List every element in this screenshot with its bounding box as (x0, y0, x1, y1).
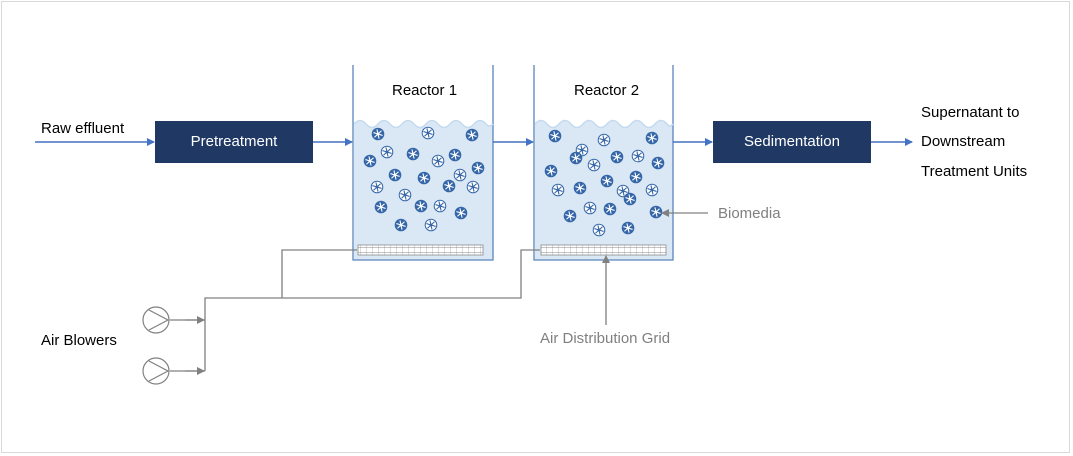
biomedia-carrier-icon (603, 202, 617, 216)
biomedia-carrier-icon (616, 184, 630, 198)
biomedia-carrier-icon (424, 218, 438, 232)
biomedia-carrier-icon (370, 180, 384, 194)
biomedia-carrier-icon (563, 209, 577, 223)
biomedia-carrier-icon (587, 158, 601, 172)
pump-icon (142, 306, 170, 334)
biomedia-carrier-icon (548, 129, 562, 143)
supernatant-label-line-1: Supernatant to (921, 104, 1020, 121)
biomedia-carrier-icon (551, 183, 565, 197)
biomedia-carrier-icon (433, 199, 447, 213)
biomedia-carrier-icon (465, 128, 479, 142)
biomedia-carrier-icon (645, 183, 659, 197)
reactor-2-surface (534, 119, 674, 129)
air-distribution-grid-label: Air Distribution Grid (540, 330, 671, 347)
biomedia-carrier-icon (466, 180, 480, 194)
pretreatment-box (155, 121, 313, 163)
air-blowers-label: Air Blowers (41, 332, 117, 349)
reactor-1-biomedia (363, 126, 485, 232)
reactor-1-label: Reactor 1 (392, 82, 458, 99)
reactor-2-air-grid (540, 244, 667, 256)
reactor-2-label: Reactor 2 (574, 82, 640, 99)
reactor-2-tank (533, 65, 674, 261)
biomedia-carrier-icon (544, 164, 558, 178)
pretreatment-label: Pretreatment (190, 133, 278, 150)
biomedia-carrier-icon (583, 201, 597, 215)
biomedia-carrier-icon (600, 174, 614, 188)
pump-icon (142, 357, 170, 385)
biomedia-carrier-icon (398, 188, 412, 202)
supernatant-label-line-3: Treatment Units (921, 163, 1028, 180)
biomedia-carrier-icon (649, 205, 663, 219)
biomedia-carrier-icon (371, 127, 385, 141)
biomedia-carrier-icon (363, 154, 377, 168)
biomedia-carrier-icon (629, 170, 643, 184)
reactor-2-biomedia (544, 129, 665, 237)
biomedia-carrier-icon (631, 149, 645, 163)
biomedia-carrier-icon (651, 156, 665, 170)
air-piping (170, 249, 540, 372)
biomedia-carrier-icon (623, 192, 637, 206)
sedimentation-box (713, 121, 871, 163)
biomedia-carrier-icon (569, 151, 583, 165)
biomedia-carrier-icon (421, 126, 435, 140)
reactor-1-air-grid (357, 244, 484, 256)
supernatant-label-line-2: Downstream (921, 133, 1006, 150)
biomedia-carrier-icon (406, 147, 420, 161)
biomedia-carrier-icon (374, 200, 388, 214)
biomedia-carrier-icon (597, 133, 611, 147)
biomedia-carrier-icon (471, 161, 485, 175)
reactor-1-surface (353, 119, 494, 129)
sedimentation-label: Sedimentation (744, 133, 840, 150)
reactor-1-tank (352, 65, 494, 261)
raw-effluent-label: Raw effluent (41, 120, 125, 137)
biomedia-carrier-icon (431, 154, 445, 168)
biomedia-carrier-icon (414, 199, 428, 213)
biomedia-label: Biomedia (718, 205, 781, 222)
biomedia-carrier-icon (448, 148, 462, 162)
reactor-1-wall (352, 65, 494, 261)
biomedia-carrier-icon (573, 181, 587, 195)
biomedia-carrier-icon (592, 223, 606, 237)
biomedia-carrier-icon (394, 218, 408, 232)
biomedia-carrier-icon (388, 168, 402, 182)
biomedia-carrier-icon (417, 171, 431, 185)
biomedia-carrier-icon (380, 145, 394, 159)
biomedia-carrier-icon (645, 131, 659, 145)
biomedia-carrier-icon (442, 179, 456, 193)
biomedia-carrier-icon (454, 206, 468, 220)
biomedia-carrier-icon (621, 221, 635, 235)
biomedia-carrier-icon (610, 150, 624, 164)
biomedia-carrier-icon (453, 168, 467, 182)
